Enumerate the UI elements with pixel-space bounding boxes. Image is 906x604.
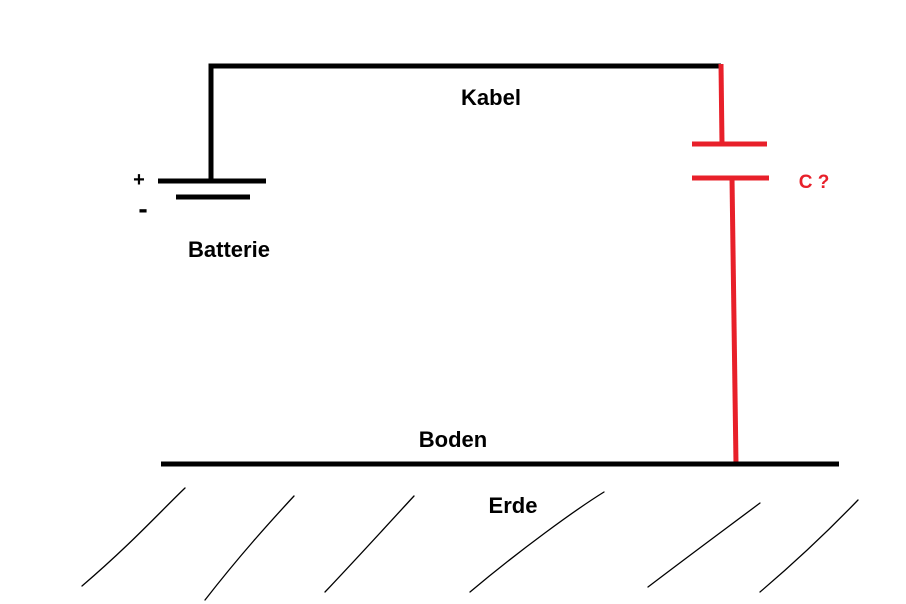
- cable-wire: [208, 63, 721, 181]
- earth-label: Erde: [489, 493, 538, 518]
- capacitor-lower-lead: [729, 177, 739, 465]
- capacitor-branch: [692, 63, 769, 465]
- hatch-stroke: [759, 499, 859, 593]
- earth-hatching: [81, 487, 859, 601]
- hatch-stroke: [324, 495, 415, 593]
- ground-surface-label: Boden: [419, 427, 487, 452]
- hatch-stroke: [204, 495, 295, 601]
- battery-symbol: [158, 178, 266, 200]
- capacitor-label: C ?: [799, 172, 830, 193]
- capacitor-upper-lead: [718, 63, 725, 145]
- battery-label: Batterie: [188, 237, 270, 262]
- battery-minus-sign: -: [138, 193, 147, 224]
- hatch-stroke: [469, 491, 605, 593]
- hatch-stroke: [81, 487, 186, 587]
- cable-label: Kabel: [461, 85, 521, 110]
- hatch-stroke: [647, 502, 761, 588]
- battery-plus-sign: +: [133, 169, 145, 191]
